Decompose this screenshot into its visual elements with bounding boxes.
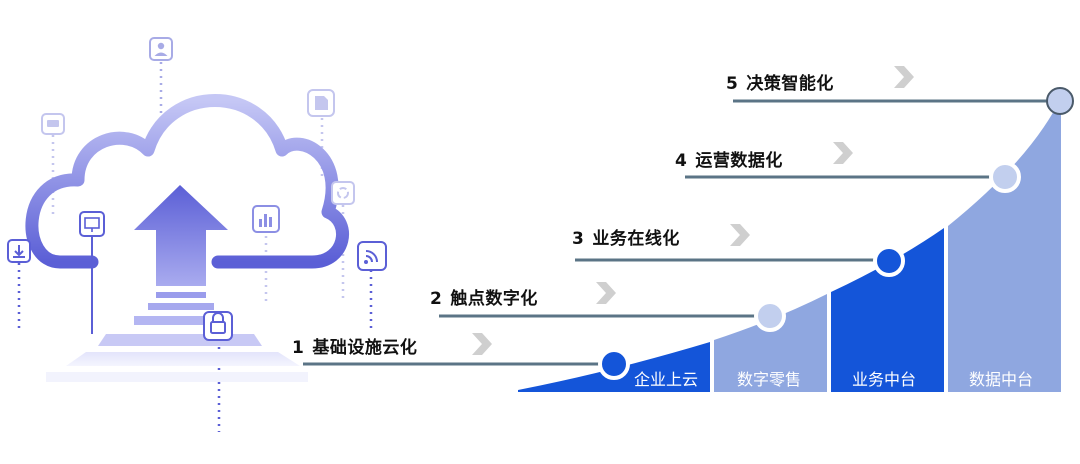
lock-icon <box>203 311 233 341</box>
step-3-label: 业务在线化 <box>592 229 680 249</box>
refresh-icon <box>331 181 355 205</box>
step-2-number: 2 <box>430 289 443 309</box>
chevron-icons <box>472 66 914 355</box>
download-icon <box>7 239 31 263</box>
marker-4 <box>989 161 1021 193</box>
step-5: 5 决策智能化 <box>726 69 834 94</box>
step-4-label: 运营数据化 <box>695 151 783 171</box>
step-3-number: 3 <box>572 229 585 249</box>
marker-2 <box>754 300 786 332</box>
chat-icon <box>41 113 65 135</box>
block-data-middle <box>948 98 1061 392</box>
step-1-number: 1 <box>292 338 305 358</box>
block-digital-retail <box>714 294 827 392</box>
marker-5 <box>1046 87 1074 115</box>
bar-chart-icon <box>252 205 280 233</box>
block-business-middle <box>831 228 944 392</box>
step-2: 2 触点数字化 <box>430 284 538 309</box>
marker-3 <box>873 245 905 277</box>
marker-1 <box>598 348 630 380</box>
step-5-number: 5 <box>726 74 739 94</box>
step-3: 3 业务在线化 <box>572 224 680 249</box>
document-icon <box>307 89 335 117</box>
wifi-icon <box>357 241 387 271</box>
block-label-data-middle: 数据中台 <box>969 370 1034 389</box>
user-icon <box>149 37 173 61</box>
step-4-number: 4 <box>675 151 688 171</box>
step-1: 1 基础设施云化 <box>292 333 417 358</box>
cloud-outline <box>25 94 349 269</box>
step-1-label: 基础设施云化 <box>312 338 418 358</box>
step-4: 4 运营数据化 <box>675 146 783 171</box>
monitor-icon <box>79 211 105 237</box>
block-label-enterprise-cloud: 企业上云 <box>634 370 699 389</box>
upload-arrow-icon <box>134 185 228 286</box>
step-5-label: 决策智能化 <box>746 74 834 94</box>
block-enterprise-cloud <box>518 342 710 392</box>
step-2-label: 触点数字化 <box>450 289 538 309</box>
block-label-digital-retail: 数字零售 <box>737 370 802 389</box>
block-label-business-middle: 业务中台 <box>852 370 917 389</box>
